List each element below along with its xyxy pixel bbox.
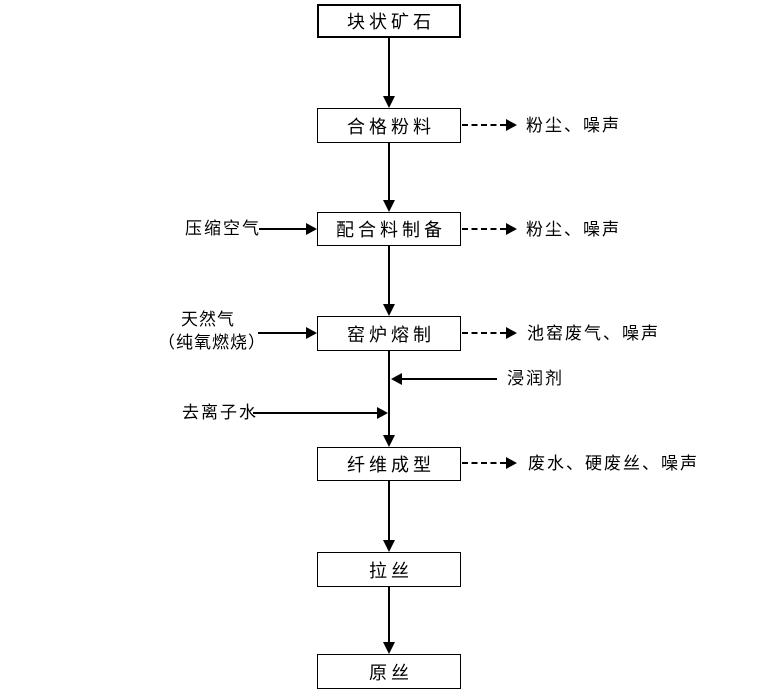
emission-dash-line bbox=[462, 332, 506, 334]
flow-connector-line bbox=[388, 481, 390, 542]
emission-label-dust-noise-1: 粉尘、噪声 bbox=[526, 116, 621, 136]
input-label-deionized-water: 去离子水 bbox=[182, 403, 258, 423]
arrow-down-icon bbox=[383, 304, 395, 316]
arrow-down-icon bbox=[383, 96, 395, 108]
input-label-compressed-air: 压缩空气 bbox=[185, 219, 261, 239]
flow-connector-line bbox=[388, 587, 390, 644]
arrow-right-icon bbox=[306, 223, 317, 235]
process-box-drawing: 拉丝 bbox=[317, 552, 461, 587]
process-box-raw-strand: 原丝 bbox=[317, 654, 461, 689]
arrow-right-icon bbox=[506, 327, 517, 339]
arrow-down-icon bbox=[383, 540, 395, 552]
input-label-natural-gas: 天然气 （纯氧燃烧） bbox=[158, 309, 266, 355]
flow-connector-line bbox=[388, 38, 390, 98]
arrow-right-icon bbox=[506, 119, 517, 131]
emission-dash-line bbox=[462, 462, 506, 464]
arrow-left-icon bbox=[391, 373, 402, 385]
process-box-batch-preparation: 配合料制备 bbox=[317, 212, 461, 246]
emission-label-wastewater-waste-fiber-noise: 废水、硬废丝、噪声 bbox=[528, 454, 699, 474]
arrow-right-icon bbox=[306, 327, 317, 339]
flow-connector-line bbox=[388, 246, 390, 306]
process-box-kiln-melting: 窑炉熔制 bbox=[317, 316, 461, 351]
arrow-right-icon bbox=[506, 223, 517, 235]
input-label-natural-gas-line1: 天然气 bbox=[181, 310, 235, 330]
input-arrow-line bbox=[402, 378, 497, 380]
input-arrow-line bbox=[259, 228, 306, 230]
arrow-right-icon bbox=[506, 457, 517, 469]
arrow-down-icon bbox=[383, 642, 395, 654]
input-label-natural-gas-line2: （纯氧燃烧） bbox=[158, 333, 266, 353]
emission-label-dust-noise-2: 粉尘、噪声 bbox=[526, 220, 621, 240]
input-arrow-line bbox=[253, 412, 377, 414]
flow-connector-line bbox=[388, 143, 390, 202]
emission-dash-line bbox=[462, 124, 506, 126]
input-label-sizing-agent: 浸润剂 bbox=[507, 369, 564, 389]
emission-label-kiln-gas-noise: 池窑废气、噪声 bbox=[527, 324, 660, 344]
arrow-down-icon bbox=[383, 200, 395, 212]
process-box-block-ore: 块状矿石 bbox=[317, 4, 461, 38]
input-arrow-line bbox=[258, 332, 306, 334]
process-box-fiber-forming: 纤维成型 bbox=[317, 447, 461, 481]
arrow-right-icon bbox=[377, 407, 388, 419]
emission-dash-line bbox=[462, 228, 506, 230]
arrow-down-icon bbox=[383, 435, 395, 447]
flow-connector-line bbox=[388, 351, 390, 437]
process-box-qualified-powder: 合格粉料 bbox=[317, 108, 461, 143]
